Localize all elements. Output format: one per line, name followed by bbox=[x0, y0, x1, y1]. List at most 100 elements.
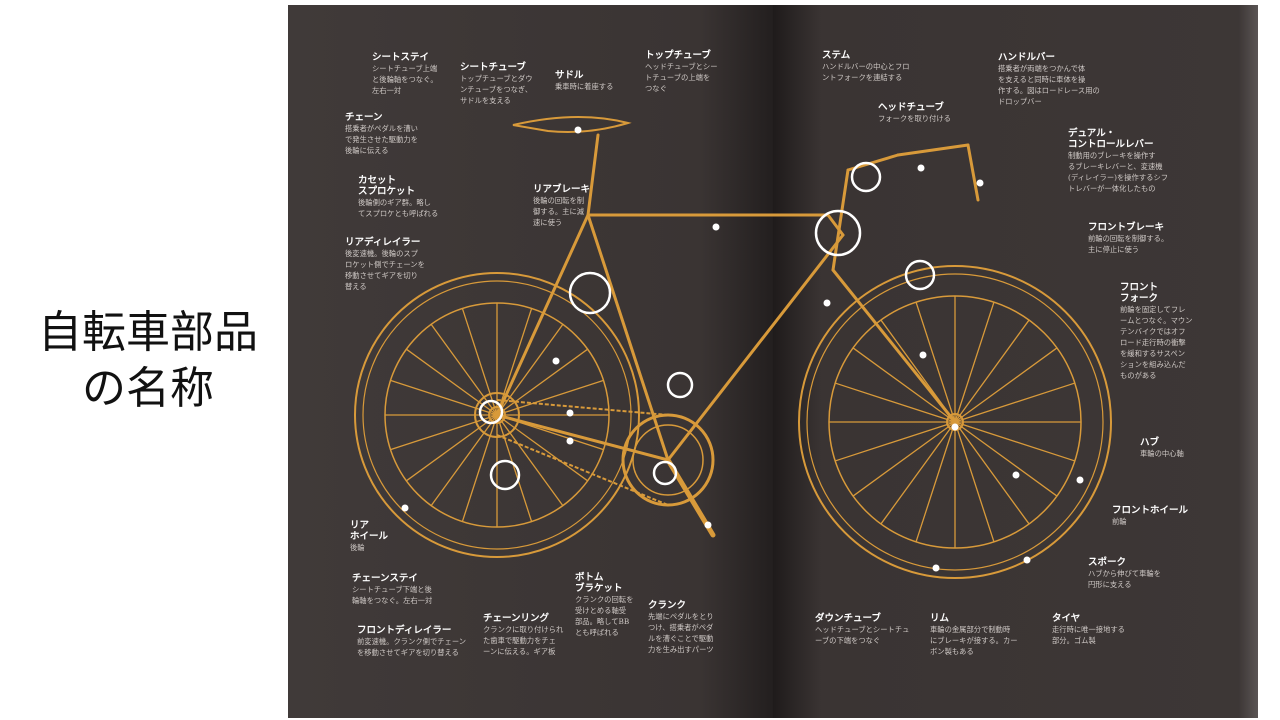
label-chainring: チェーンリングクランクに取り付けられ た歯車で駆動力をチェ ーンに伝える。ギア板 bbox=[483, 613, 564, 656]
label-rear-wheel: リア ホイール後輪 bbox=[350, 520, 389, 552]
saddle-shape bbox=[512, 115, 632, 133]
rear-wheel-spoke bbox=[430, 324, 498, 416]
label-top-tube: トップチューブヘッドチューブとシー トチューブの上端を つなぐ bbox=[645, 50, 718, 93]
marker-dot bbox=[823, 299, 831, 307]
label-cassette-sprocket: カセット スプロケット後輪側のギア群。略し てスプロケとも呼ばれる bbox=[358, 175, 439, 218]
frame-tube bbox=[831, 168, 850, 272]
label-seat-stay: シートステイシートチューブ上端 と後輪軸をつなぐ。 左右一対 bbox=[372, 52, 438, 95]
label-stem: ステムハンドルバーの中心とフロ ントフォークを連結する bbox=[822, 50, 910, 82]
front-wheel-spoke bbox=[915, 421, 956, 543]
rear-wheel-spoke bbox=[496, 348, 588, 416]
label-front-wheel: フロントホイール前輪 bbox=[1112, 505, 1189, 526]
marker-dot bbox=[566, 409, 574, 417]
slide-title: 自転車部品の名称 bbox=[38, 307, 258, 414]
chainring-inner bbox=[632, 424, 704, 496]
marker-ring bbox=[489, 459, 521, 491]
marker-ring bbox=[666, 371, 694, 399]
label-hub: ハブ車輪の中心軸 bbox=[1140, 437, 1184, 458]
marker-dot bbox=[976, 179, 984, 187]
book-spread-photo: シートステイシートチューブ上端 と後輪軸をつなぐ。 左右一対 シートチューブトッ… bbox=[288, 5, 1258, 718]
marker-ring bbox=[568, 271, 612, 315]
rear-wheel-spoke bbox=[430, 414, 498, 506]
left-page bbox=[288, 5, 773, 718]
rear-wheel-spoke bbox=[496, 414, 588, 482]
rear-wheel-spoke bbox=[461, 414, 498, 522]
rear-wheel-spoke bbox=[496, 379, 604, 416]
frame-tube bbox=[896, 143, 970, 157]
rear-wheel-spoke bbox=[406, 414, 498, 482]
frame-tube bbox=[666, 233, 845, 462]
frame-tube bbox=[586, 133, 600, 217]
front-wheel-spoke bbox=[915, 301, 956, 423]
bicycle-illustration bbox=[354, 115, 1112, 579]
rear-wheel-rim-outer bbox=[362, 280, 632, 550]
front-wheel-spoke bbox=[852, 347, 956, 423]
label-spoke: スポークハブから伸びて車輪を 円形に支える bbox=[1088, 557, 1161, 589]
marker-ring bbox=[814, 209, 862, 257]
right-page bbox=[773, 5, 1258, 718]
label-crank: クランク先端にペダルをとり つけ、搭乗者がペダ ルを漕ぐことで駆動 力を生み出す… bbox=[648, 600, 714, 654]
front-wheel-spoke bbox=[954, 301, 995, 423]
rear-wheel-spoke bbox=[496, 308, 533, 416]
label-rear-brake: リアブレーキ後輪の回転を制 御する。主に減 速に使う bbox=[533, 184, 591, 227]
frame-tube bbox=[826, 213, 845, 237]
marker-ring bbox=[652, 460, 678, 486]
front-wheel-spoke bbox=[954, 421, 995, 543]
frame-tube bbox=[831, 268, 957, 424]
marker-dot bbox=[712, 223, 720, 231]
marker-dot bbox=[704, 521, 712, 529]
label-handlebar: ハンドルバー搭乗者が両端をつかんで体 を支えると同時に車体を操 作する。図はロー… bbox=[998, 52, 1100, 106]
rear-wheel-spoke bbox=[496, 324, 564, 416]
chain-shape bbox=[496, 399, 669, 506]
front-wheel-tire bbox=[798, 265, 1112, 579]
rear-wheel-tire bbox=[354, 272, 640, 558]
label-front-derailleur: フロントディレイラー前変速機。クランク側でチェーン を移動させてギアを切り替える bbox=[357, 625, 467, 657]
front-wheel-spoke bbox=[834, 382, 956, 423]
marker-dot bbox=[574, 126, 582, 134]
rear-wheel-hub bbox=[488, 406, 506, 424]
marker-dot bbox=[932, 564, 940, 572]
front-wheel-spoke bbox=[852, 421, 956, 497]
frame-tube bbox=[966, 143, 980, 202]
marker-dot bbox=[566, 437, 574, 445]
marker-ring bbox=[850, 161, 882, 193]
label-front-brake: フロントブレーキ前輪の回転を制御する。 主に停止に使う bbox=[1088, 222, 1169, 254]
rear-wheel-spoke bbox=[461, 308, 498, 416]
front-wheel-spoke bbox=[954, 382, 1076, 423]
rear-wheel-spoke bbox=[496, 414, 533, 522]
frame-tube bbox=[586, 213, 670, 462]
marker-dot bbox=[1076, 476, 1084, 484]
label-rim: リム車輪の金属部分で制動時 にブレーキが接する。カー ボン製もある bbox=[930, 613, 1018, 656]
label-dual-control-lever: デュアル・ コントロールレバー制動用のブレーキを操作す るブレーキレバーと、変速… bbox=[1068, 128, 1169, 193]
cassette-shape bbox=[474, 392, 520, 438]
front-wheel-spoke bbox=[954, 319, 1030, 423]
label-down-tube: ダウンチューブヘッドチューブとシートチュ ーブの下端をつなぐ bbox=[815, 613, 910, 645]
label-tire: タイヤ走行時に唯一接地する 部分。ゴム製 bbox=[1052, 613, 1125, 645]
front-wheel-spoke bbox=[954, 347, 1058, 423]
marker-ring bbox=[904, 259, 936, 291]
marker-dot bbox=[1023, 556, 1031, 564]
label-saddle: サドル乗車時に着座する bbox=[555, 70, 614, 91]
frame-tube bbox=[495, 413, 670, 462]
marker-dot bbox=[917, 164, 925, 172]
front-wheel-spoke bbox=[954, 421, 1030, 525]
frame-tube bbox=[495, 213, 590, 417]
front-wheel-rim-outer bbox=[806, 273, 1104, 571]
front-wheel-spoke bbox=[834, 421, 956, 462]
marker-dot bbox=[951, 423, 959, 431]
marker-ring bbox=[478, 399, 504, 425]
label-chain: チェーン搭乗者がペダルを漕い で発生させた駆動力を 後輪に伝える bbox=[345, 112, 418, 155]
label-bottom-bracket: ボトム ブラケットクランクの回転を 受けとめる軸受 部品。略してBB とも呼ばれ… bbox=[575, 572, 634, 637]
marker-dot bbox=[1012, 471, 1020, 479]
front-wheel-spoke bbox=[954, 421, 1076, 462]
label-rear-derailleur: リアディレイラー後変速機。後輪のスプ ロケット側でチェーンを 移動させてギアを切… bbox=[345, 237, 425, 291]
front-wheel-spoke bbox=[954, 421, 1058, 497]
label-head-tube: ヘッドチューブフォークを取り付ける bbox=[878, 102, 951, 123]
marker-dot bbox=[919, 351, 927, 359]
rear-wheel-spoke bbox=[496, 414, 564, 506]
rear-wheel-spoke bbox=[390, 414, 498, 451]
marker-dot bbox=[401, 504, 409, 512]
label-front-fork: フロント フォーク前輪を固定してフレ ームとつなぐ。マウン テンバイクではオフ … bbox=[1120, 282, 1193, 380]
marker-dot bbox=[552, 357, 560, 365]
label-seat-tube: シートチューブトップチューブとダウ ンチューブをつなぎ、 サドルを支える bbox=[460, 62, 533, 105]
